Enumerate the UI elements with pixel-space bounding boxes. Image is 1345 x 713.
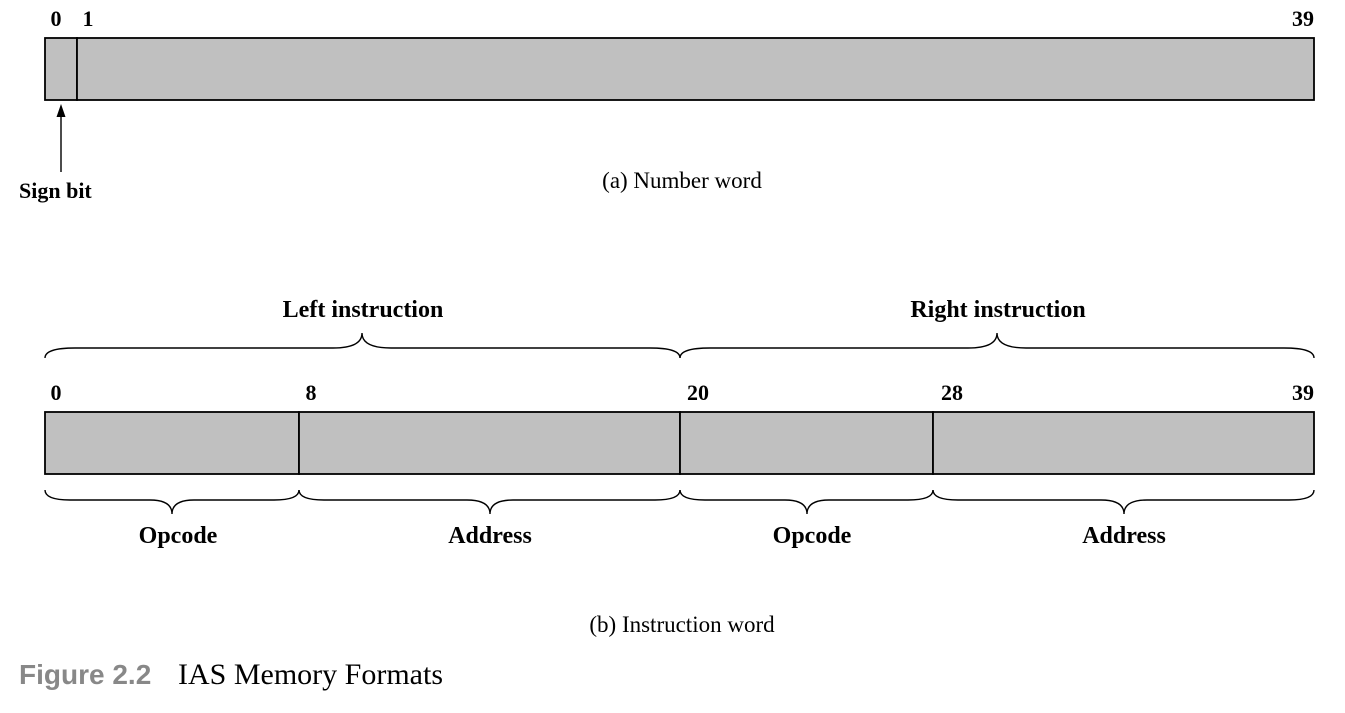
sign-bit-label: Sign bit xyxy=(19,178,92,203)
right-instruction-label: Right instruction xyxy=(910,297,1085,323)
left-address-field xyxy=(298,411,681,475)
left-instruction-label: Left instruction xyxy=(283,297,444,323)
left-address-brace xyxy=(298,489,681,515)
left-opcode-brace xyxy=(44,489,300,515)
figure-caption: Figure 2.2 IAS Memory Formats xyxy=(19,658,443,691)
right-address-brace xyxy=(932,489,1315,515)
magnitude-field xyxy=(76,37,1315,101)
instruction-word: Left instruction Right instruction 0 8 2… xyxy=(44,297,1315,637)
bit-label-39: 39 xyxy=(1292,380,1314,405)
right-address-field xyxy=(932,411,1315,475)
right-opcode-label: Opcode xyxy=(773,523,852,549)
sign-bit-field xyxy=(44,37,78,101)
right-address-label: Address xyxy=(1082,523,1166,549)
left-instruction-brace xyxy=(44,332,681,359)
left-opcode-field xyxy=(44,411,300,475)
figure-title: IAS Memory Formats xyxy=(178,658,443,691)
bit-label-39: 39 xyxy=(1292,6,1314,31)
bit-label-20: 20 xyxy=(687,380,709,405)
left-address-label: Address xyxy=(448,523,532,549)
number-word-caption: (a) Number word xyxy=(602,168,762,193)
sign-bit-arrow xyxy=(56,104,66,172)
right-opcode-brace xyxy=(679,489,934,515)
left-opcode-label: Opcode xyxy=(139,523,218,549)
number-word: 0 1 39 Sign bit (a) Number word xyxy=(19,6,1315,203)
figure-number: Figure 2.2 xyxy=(19,659,151,690)
right-opcode-field xyxy=(679,411,934,475)
instruction-word-caption: (b) Instruction word xyxy=(589,612,775,637)
bit-label-8: 8 xyxy=(306,380,317,405)
bit-label-0: 0 xyxy=(51,380,62,405)
bit-label-0: 0 xyxy=(51,6,62,31)
bit-label-28: 28 xyxy=(941,380,963,405)
bit-label-1: 1 xyxy=(83,6,94,31)
right-instruction-brace xyxy=(679,332,1315,359)
